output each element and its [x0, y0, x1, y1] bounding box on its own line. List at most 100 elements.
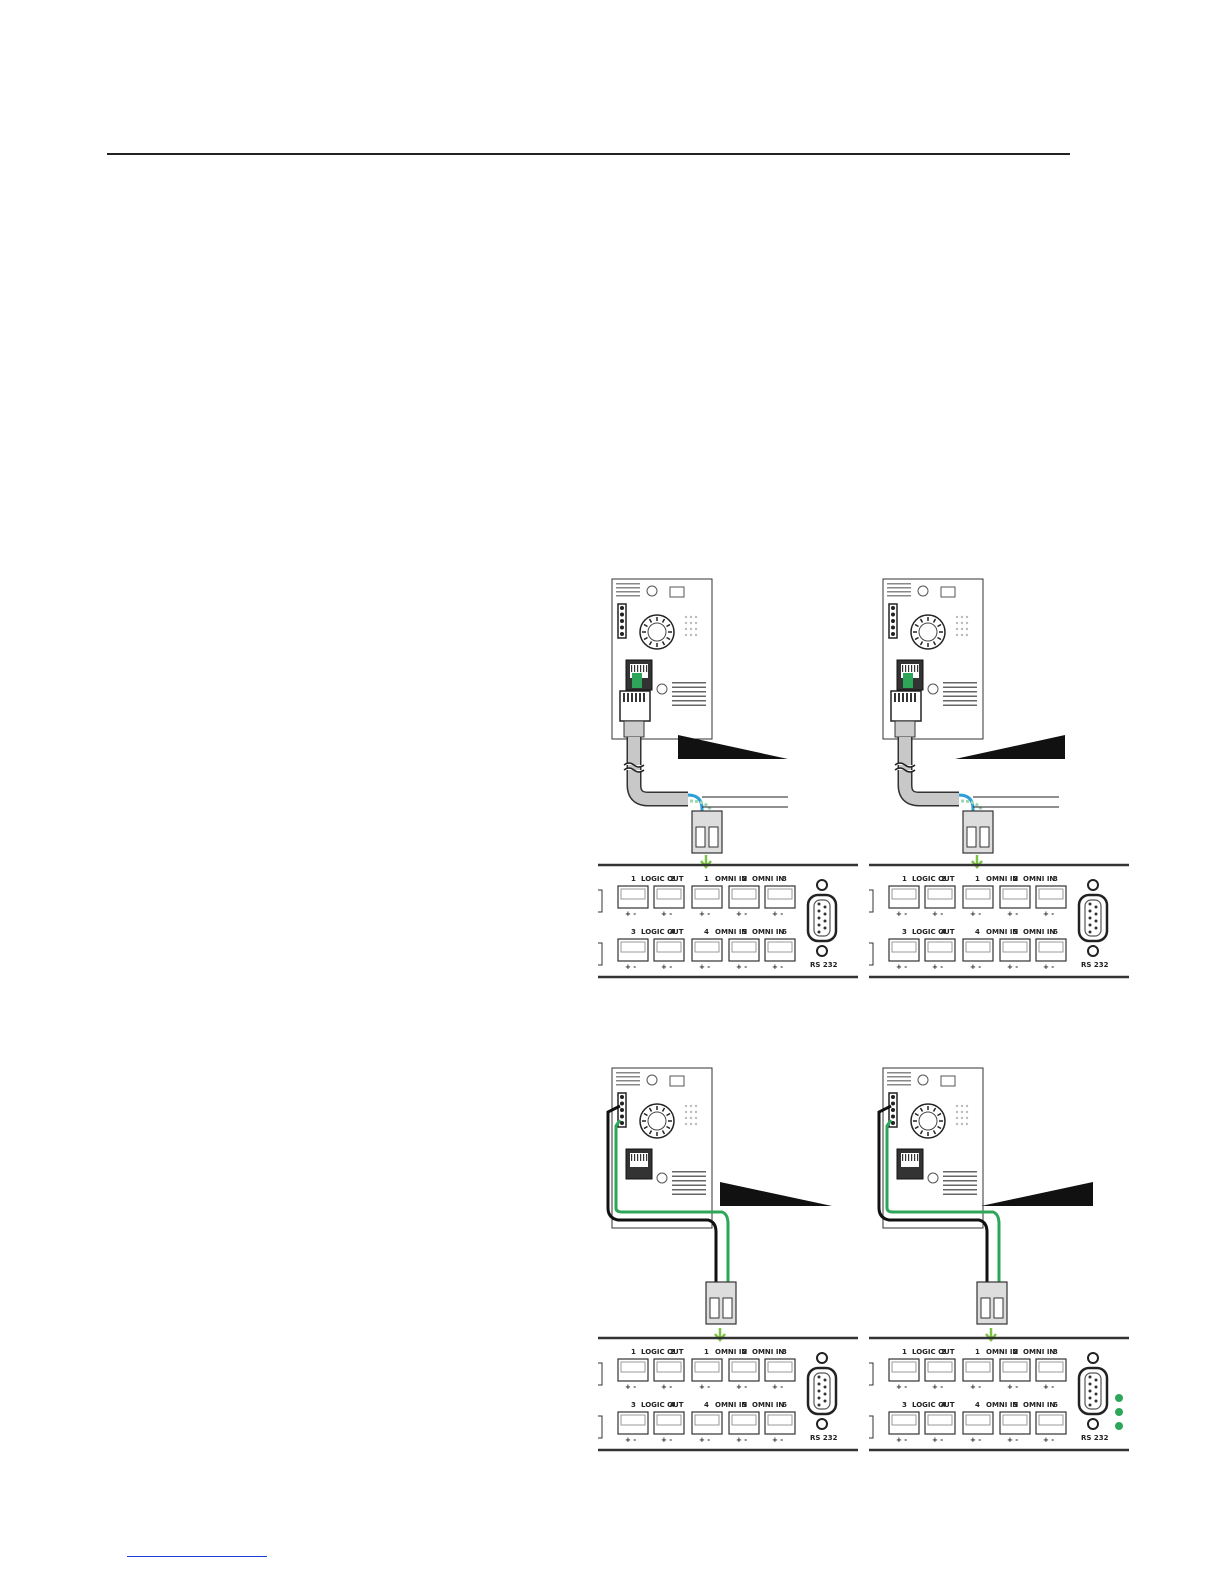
board-pad — [955, 633, 959, 637]
board-pad — [955, 621, 959, 625]
db9-pin — [823, 1399, 827, 1403]
port-number-label: 4 — [975, 928, 980, 936]
logic-out-label: LOGIC OUT — [912, 1348, 955, 1356]
black-wire — [877, 1104, 989, 1298]
euroblock-contact — [979, 826, 990, 848]
db9-screw-icon — [1087, 1418, 1099, 1430]
port-number-label: 5 — [1013, 928, 1018, 936]
pinout-print-line — [672, 1175, 706, 1177]
polarity-label: + - — [932, 1436, 943, 1444]
db9-screw-icon — [1087, 1352, 1099, 1364]
board-pad — [694, 633, 698, 637]
euroblock-contact — [722, 1297, 733, 1319]
omni-in-label: OMNI IN — [715, 1348, 747, 1356]
rotary-dial-center — [918, 1111, 938, 1131]
terminal-block-slot — [1038, 1414, 1064, 1426]
port-number-label: 1 — [902, 875, 907, 883]
dial-tick — [937, 1112, 942, 1117]
board-print-line — [616, 587, 640, 589]
board-print-line — [616, 1080, 640, 1082]
blue-wire — [958, 793, 975, 837]
port-number-label: 1 — [631, 1348, 636, 1356]
terminal-block-slot — [891, 941, 917, 953]
omni-in-label: OMNI IN — [986, 875, 1018, 883]
board-pad — [689, 1116, 693, 1120]
terminal-block-slot — [767, 1361, 793, 1373]
wall-plate-board — [882, 1067, 984, 1229]
terminal-block-slot — [731, 1414, 757, 1426]
terminal-block-slot — [694, 1361, 720, 1373]
terminal-block-slot — [1038, 1361, 1064, 1373]
db9-pin — [1088, 930, 1092, 934]
pinout-print-line — [943, 700, 977, 702]
polarity-label: + - — [625, 1383, 636, 1391]
dip-switch — [669, 1075, 685, 1087]
port-number-label: 1 — [902, 1348, 907, 1356]
polarity-label: + - — [1007, 963, 1018, 971]
db9-pin — [817, 1375, 821, 1379]
board-print-line — [616, 591, 640, 593]
footer-link-underline[interactable] — [127, 1556, 267, 1557]
omni-in-label: OMNI IN — [986, 1348, 1018, 1356]
edge-connector-stub — [869, 889, 874, 913]
dial-tick — [648, 618, 653, 623]
terminal-pin — [620, 612, 624, 617]
polarity-label: + - — [970, 1436, 981, 1444]
board-pad — [694, 1104, 698, 1108]
dial-tick — [937, 636, 942, 641]
board-pad — [960, 1122, 964, 1126]
board-pad — [689, 633, 693, 637]
logic-out-label: LOGIC OUT — [641, 1348, 684, 1356]
board-pad — [965, 1122, 969, 1126]
terminal-pin — [620, 625, 624, 630]
edge-connector-stub — [869, 1415, 874, 1439]
polarity-label: + - — [625, 963, 636, 971]
board-print-line — [616, 1072, 640, 1074]
pinout-print-line — [672, 1180, 706, 1182]
polarity-label: + - — [772, 963, 783, 971]
board-pad — [965, 615, 969, 619]
rj45-contact — [908, 1154, 910, 1161]
board-pad — [684, 615, 688, 619]
rs232-label: RS 232 — [1081, 1434, 1109, 1442]
board-pad — [965, 1104, 969, 1108]
terminal-pin — [891, 1101, 895, 1106]
terminal-block-slot — [620, 1361, 646, 1373]
rj45-contact — [914, 1154, 916, 1161]
board-pad — [689, 1122, 693, 1126]
terminal-block-slot — [965, 1361, 991, 1373]
rj45-contact — [914, 665, 916, 672]
pinout-print-line — [672, 695, 706, 697]
omni-in-label: OMNI IN — [1023, 1348, 1055, 1356]
terminal-pin — [620, 632, 624, 636]
dip-switch — [940, 1075, 956, 1087]
euroblock-contact — [695, 826, 706, 848]
board-pad — [960, 1104, 964, 1108]
port-number-label: 3 — [902, 928, 907, 936]
board-print-line — [887, 591, 911, 593]
rj45-contact — [902, 665, 904, 672]
board-pad — [689, 627, 693, 631]
status-led — [1115, 1394, 1123, 1402]
rj45-contact — [911, 1154, 913, 1161]
pinout-print-line — [672, 1184, 706, 1186]
db9-pin — [817, 1382, 821, 1386]
polarity-label: + - — [970, 1383, 981, 1391]
db9-pin — [1094, 1392, 1098, 1396]
dial-tick — [914, 1125, 919, 1130]
board-pad — [684, 633, 688, 637]
dial-tick — [932, 618, 937, 623]
board-pad — [689, 1110, 693, 1114]
rs232-label: RS 232 — [810, 1434, 838, 1442]
board-print-line — [616, 1076, 640, 1078]
port-number-label: 4 — [670, 928, 675, 936]
board-pad — [694, 1110, 698, 1114]
pinout-print-line — [943, 1193, 977, 1195]
rs232-label: RS 232 — [1081, 961, 1109, 969]
rj45-contact — [917, 1154, 919, 1161]
rj45-plug-contact — [902, 693, 904, 702]
terminal-pin — [620, 606, 624, 610]
polarity-label: + - — [736, 910, 747, 918]
rj45-contact — [911, 665, 913, 672]
